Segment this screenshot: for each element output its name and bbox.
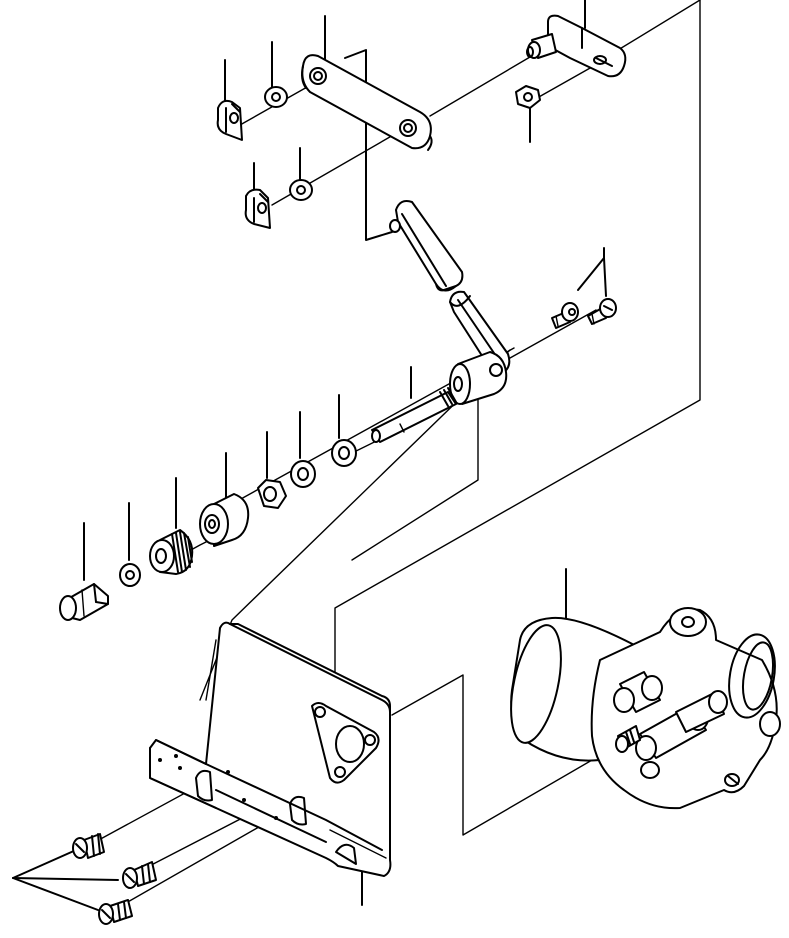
washer-shaft-1 (331, 439, 357, 467)
mounting-bracket (149, 621, 392, 877)
link-plate (301, 54, 433, 151)
clip-upper (216, 99, 243, 141)
cap-nut (59, 583, 109, 621)
washer-shaft-2 (290, 460, 316, 488)
clip-lower (244, 188, 271, 229)
screw-right-2 (587, 298, 617, 325)
washer-upper (264, 86, 288, 108)
arm-lower (449, 290, 511, 405)
knurled-nut (149, 529, 194, 575)
screw-bracket-3 (98, 899, 133, 925)
threaded-shaft (371, 387, 457, 443)
washer-small (119, 563, 141, 587)
hex-nut-shaft (257, 479, 287, 509)
motor-actuator (510, 607, 781, 810)
hex-nut-top (515, 85, 541, 109)
screw-bracket-1 (72, 833, 105, 859)
arm-upper (389, 200, 464, 292)
callout-leader-lines (12, 0, 607, 911)
screw-washer-right-1 (551, 302, 579, 329)
bushing (199, 493, 250, 547)
screw-bracket-2 (122, 861, 157, 889)
washer-lower (289, 179, 313, 201)
stud-bracket (526, 14, 627, 78)
